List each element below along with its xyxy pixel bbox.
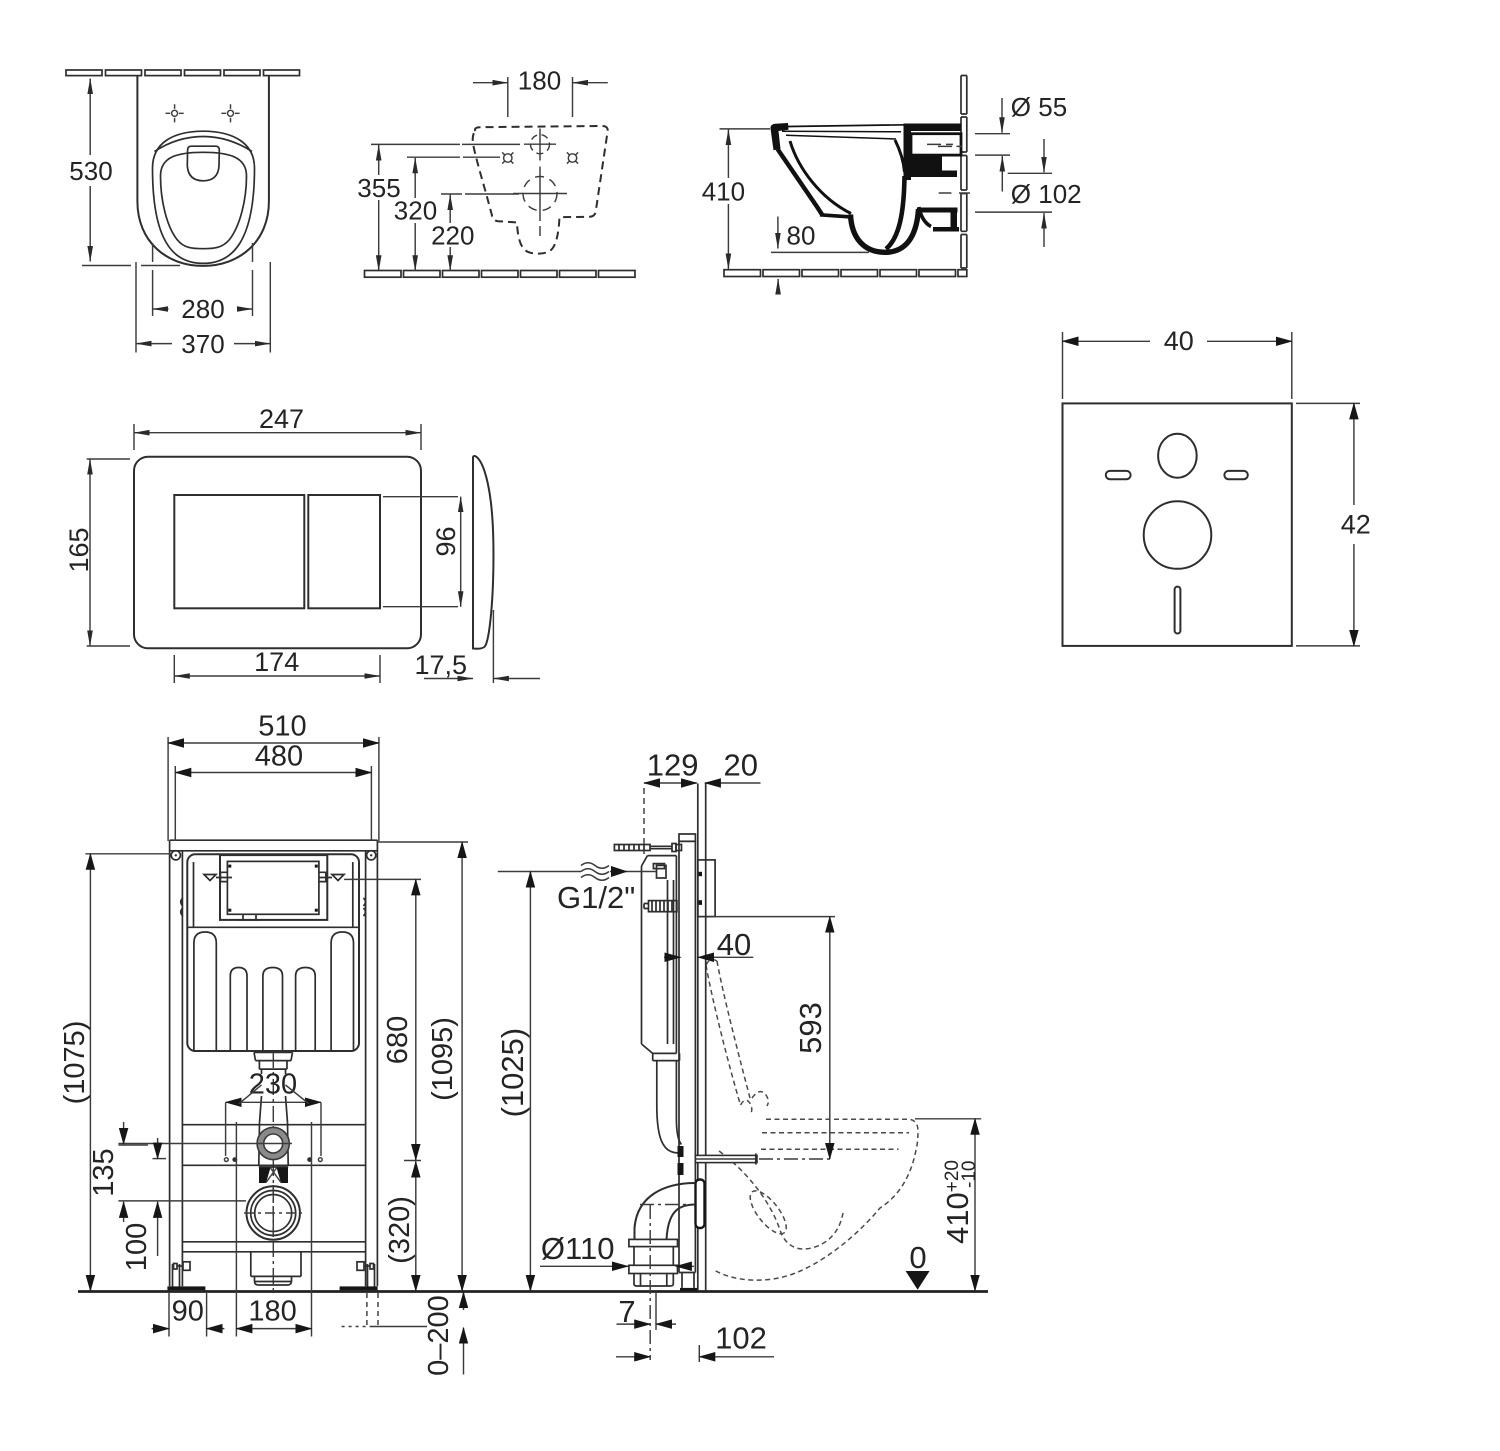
svg-text:165: 165 xyxy=(64,527,94,572)
svg-text:174: 174 xyxy=(254,647,299,677)
svg-text:0: 0 xyxy=(909,1240,926,1275)
svg-text:80: 80 xyxy=(787,221,816,251)
svg-text:(320): (320) xyxy=(384,1196,416,1264)
svg-text:Ø 55: Ø 55 xyxy=(1011,92,1067,122)
svg-text:20: 20 xyxy=(723,748,757,783)
svg-text:510: 510 xyxy=(258,711,306,743)
svg-text:(1025): (1025) xyxy=(495,1028,530,1118)
svg-text:90: 90 xyxy=(172,1296,204,1328)
svg-text:0–200: 0–200 xyxy=(423,1295,455,1376)
svg-text:280: 280 xyxy=(181,294,224,324)
svg-text:230: 230 xyxy=(249,1069,297,1101)
svg-text:480: 480 xyxy=(255,741,303,773)
svg-text:247: 247 xyxy=(259,404,304,434)
svg-text:G1/2": G1/2" xyxy=(557,880,635,915)
svg-text:42: 42 xyxy=(1341,510,1371,540)
svg-text:410+20-10: 410+20-10 xyxy=(940,1160,980,1244)
svg-text:320: 320 xyxy=(394,196,437,226)
svg-text:593: 593 xyxy=(793,1002,828,1054)
svg-text:135: 135 xyxy=(88,1148,120,1196)
svg-text:96: 96 xyxy=(431,526,461,556)
svg-text:Ø 102: Ø 102 xyxy=(1011,179,1082,209)
svg-text:(1075): (1075) xyxy=(59,1021,91,1105)
svg-text:180: 180 xyxy=(518,65,561,95)
svg-text:40: 40 xyxy=(717,927,751,962)
svg-text:7: 7 xyxy=(618,1294,635,1329)
svg-text:102: 102 xyxy=(715,1321,767,1356)
svg-text:680: 680 xyxy=(382,1016,414,1064)
svg-text:530: 530 xyxy=(69,156,112,186)
svg-text:410: 410 xyxy=(702,177,745,207)
svg-text:355: 355 xyxy=(357,173,400,203)
svg-text:(1095): (1095) xyxy=(427,1017,459,1101)
svg-text:220: 220 xyxy=(431,220,474,250)
svg-text:40: 40 xyxy=(1164,326,1194,356)
svg-text:180: 180 xyxy=(248,1296,296,1328)
svg-text:129: 129 xyxy=(647,748,699,783)
svg-text:17,5: 17,5 xyxy=(415,650,468,680)
svg-text:Ø110: Ø110 xyxy=(541,1231,615,1266)
svg-text:100: 100 xyxy=(121,1223,153,1271)
svg-text:370: 370 xyxy=(181,329,224,359)
